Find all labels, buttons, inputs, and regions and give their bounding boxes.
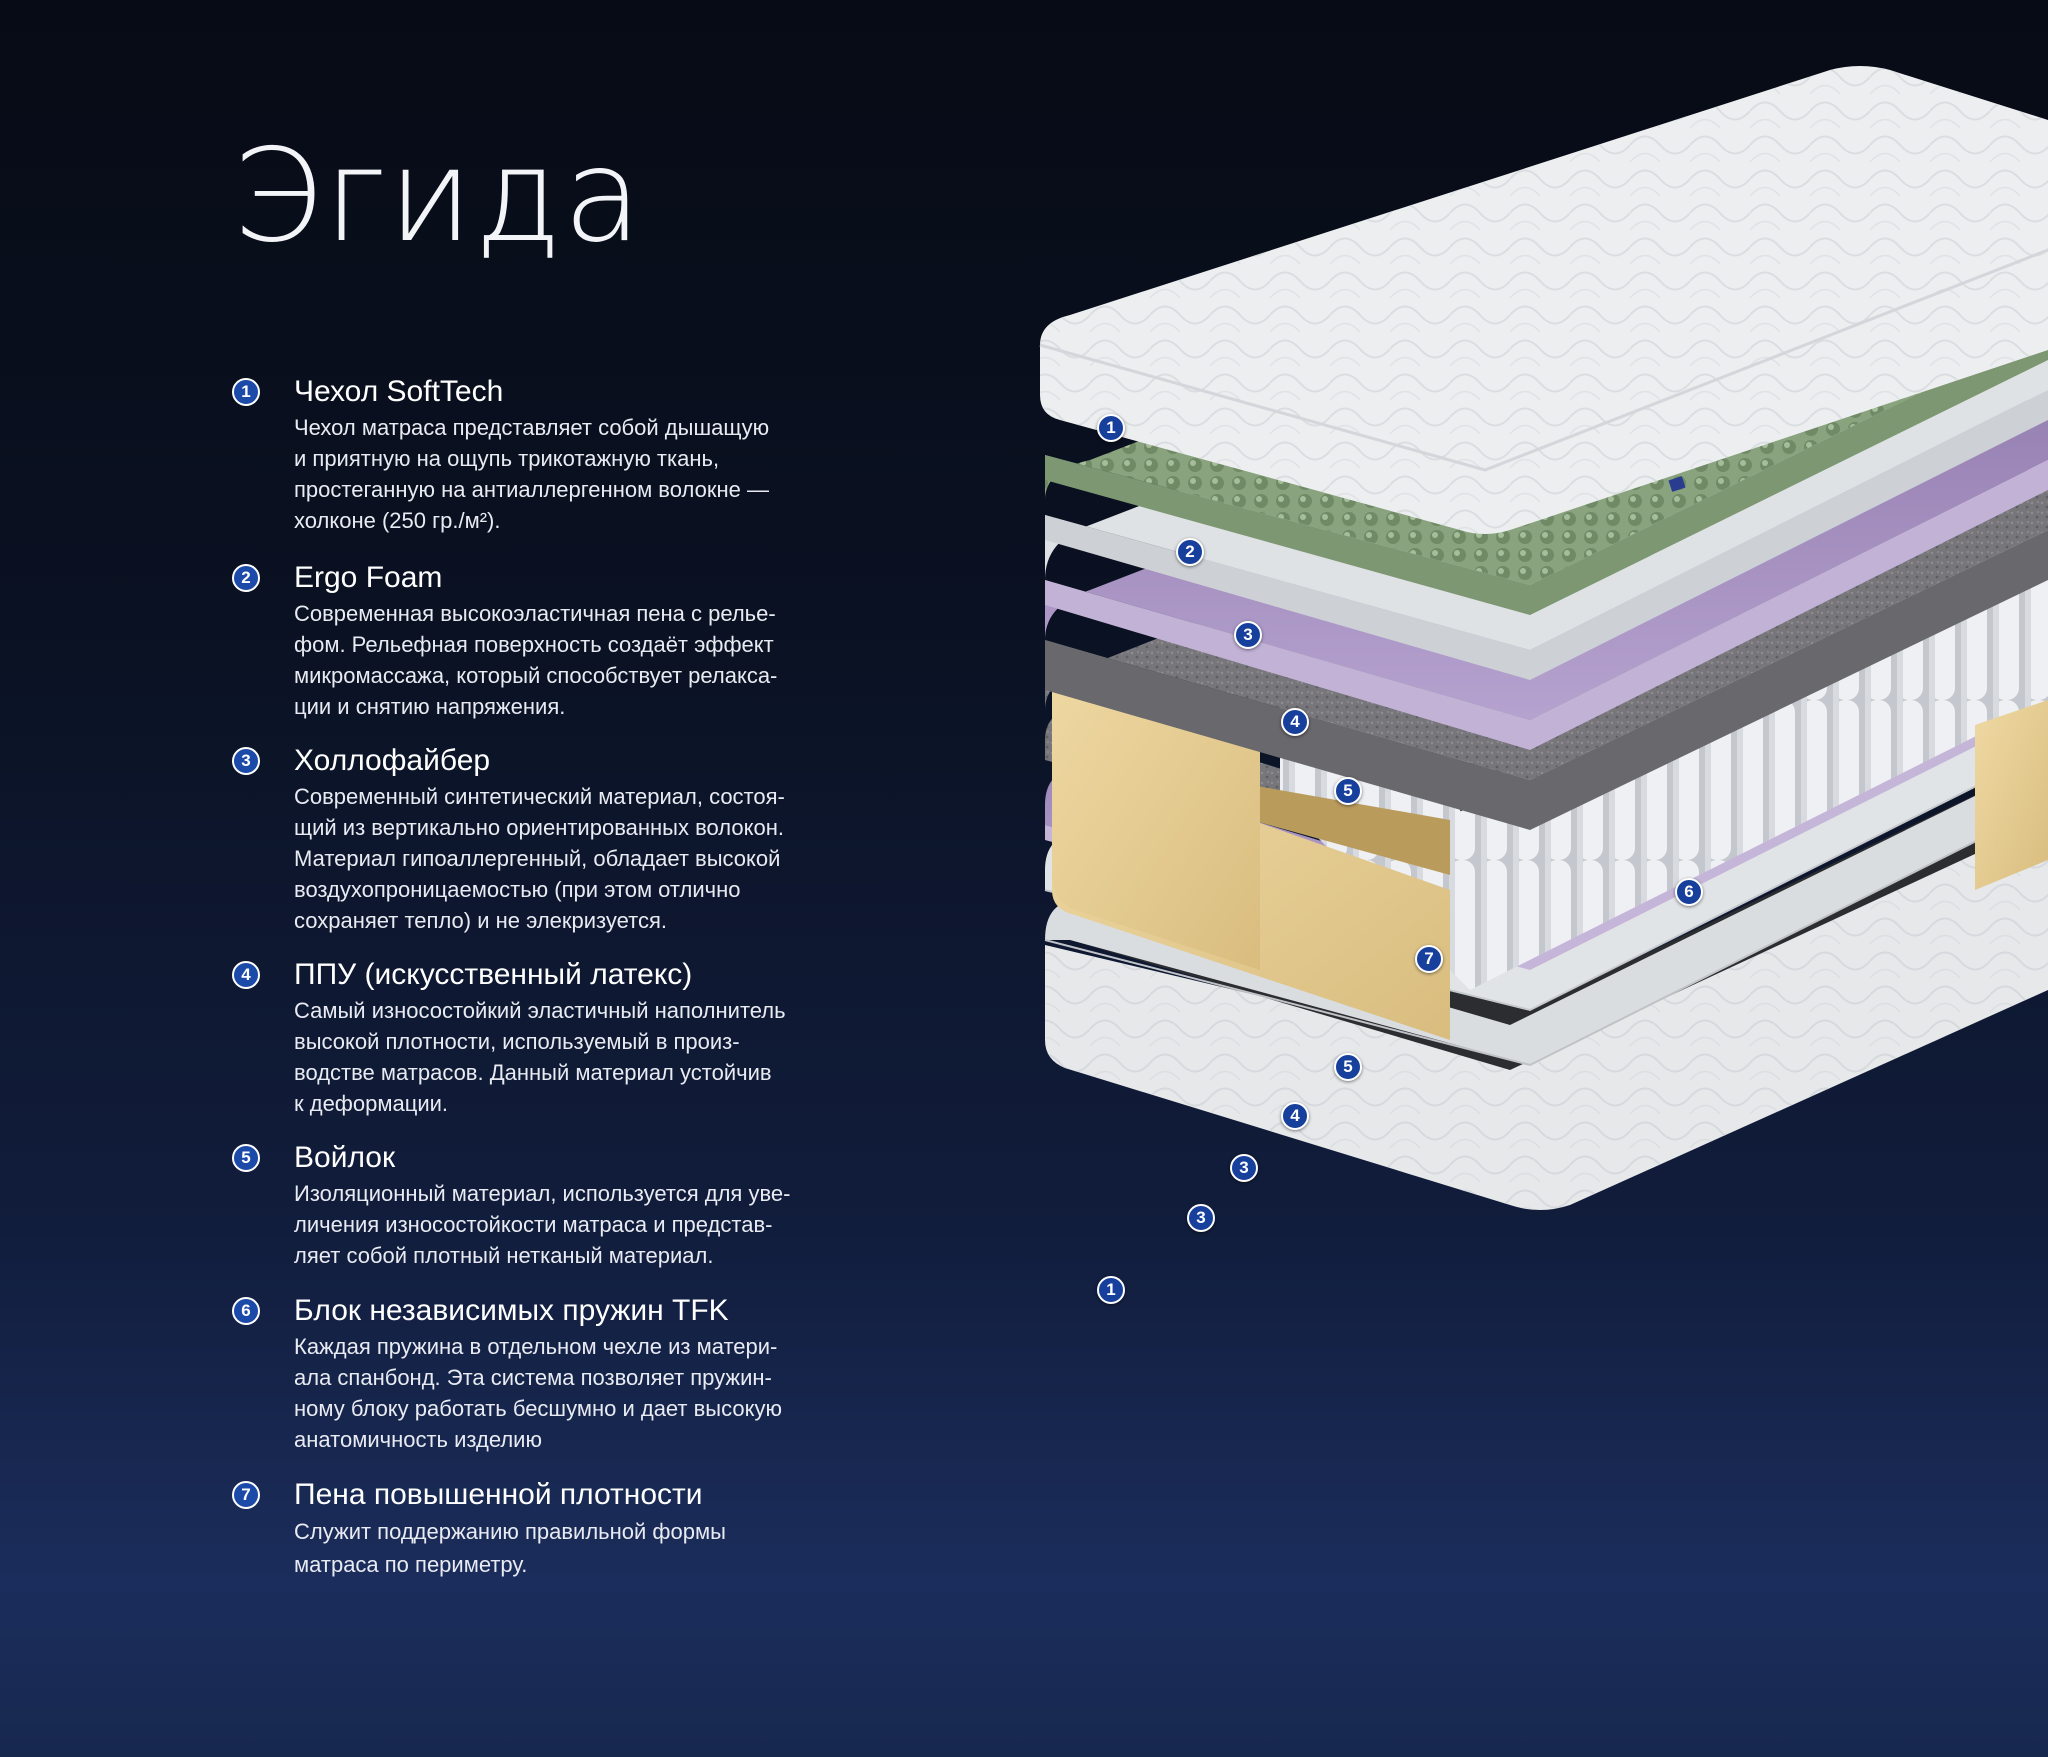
layer-foam-frame xyxy=(1052,650,2048,1040)
callout-3-top-hollofiber: 3 xyxy=(1234,621,1262,649)
feature-line: щий из вертикально ориентированных волок… xyxy=(294,815,784,840)
feature-title: Войлок xyxy=(294,1141,396,1174)
feature-item-felt: 5 Войлок Изоляционный материал, использу… xyxy=(232,1138,872,1291)
feature-line: Самый износостойкий эластичный наполните… xyxy=(294,998,786,1023)
feature-line: и приятную на ощупь трикотажную ткань, xyxy=(294,446,720,471)
feature-line: к деформации. xyxy=(294,1091,449,1116)
feature-line: ции и снятию напряжения. xyxy=(294,694,566,719)
feature-list: 1 Чехол SoftTech Чехол матраса представл… xyxy=(232,372,872,1585)
feature-line: холконе (250 гр./м²). xyxy=(294,508,501,533)
callout-3-bottom-hollofiber-1: 3 xyxy=(1230,1154,1258,1182)
feature-number-badge: 3 xyxy=(232,747,260,775)
feature-number-badge: 2 xyxy=(232,564,260,592)
callout-5-bottom-felt: 5 xyxy=(1334,1053,1362,1081)
feature-title: ППУ (искусственный латекс) xyxy=(294,958,693,991)
layer-top-cover xyxy=(1039,66,2048,534)
feature-line: ному блоку работать бесшумно и дает высо… xyxy=(294,1396,782,1421)
feature-line: воздухопроницаемостью (при этом отлично xyxy=(294,877,741,902)
feature-line: анатомичность изделию xyxy=(294,1427,542,1452)
callout-1-bottom-cover: 1 xyxy=(1097,1276,1125,1304)
feature-line: Изоляционный материал, используется для … xyxy=(294,1181,791,1206)
feature-title: Ergo Foam xyxy=(294,561,443,594)
feature-item-cover: 1 Чехол SoftTech Чехол матраса представл… xyxy=(232,372,872,558)
feature-line: Чехол матраса представляет собой дышащую xyxy=(294,415,770,440)
callout-1-top-cover: 1 xyxy=(1097,414,1125,442)
page-title: Эгида xyxy=(232,122,644,271)
feature-number-badge: 4 xyxy=(232,961,260,989)
feature-title: Блок независимых пружин TFK xyxy=(294,1294,729,1327)
callout-6-spring-block: 6 xyxy=(1675,878,1703,906)
mattress-diagram: 1 2 3 4 5 6 7 5 4 3 3 1 xyxy=(1030,60,2048,1540)
feature-line: Материал гипоаллергенный, обладает высок… xyxy=(294,846,781,871)
mattress-layers-illustration xyxy=(1039,66,2048,1210)
feature-title: Чехол SoftTech xyxy=(294,375,504,408)
feature-number-badge: 1 xyxy=(232,378,260,406)
feature-line: Современная высокоэластичная пена с рель… xyxy=(294,601,776,626)
feature-item-hollofiber: 3 Холлофайбер Современный синтетический … xyxy=(232,741,872,955)
feature-title: Пена повышенной плотности xyxy=(294,1478,703,1511)
feature-line: высокой плотности, используемый в произ- xyxy=(294,1029,740,1054)
feature-item-latex: 4 ППУ (искусственный латекс) Самый износ… xyxy=(232,955,872,1138)
feature-line: простеганную на антиаллергенном волокне … xyxy=(294,477,769,502)
feature-line: матраса по периметру. xyxy=(294,1552,528,1577)
callout-4-bottom-latex: 4 xyxy=(1281,1102,1309,1130)
feature-item-spring-block: 6 Блок независимых пружин TFK Каждая пру… xyxy=(232,1291,872,1475)
feature-number-badge: 7 xyxy=(232,1481,260,1509)
feature-item-ergo-foam: 2 Ergo Foam Современная высокоэластичная… xyxy=(232,558,872,741)
feature-title: Холлофайбер xyxy=(294,744,491,777)
feature-line: ляет собой плотный нетканый материал. xyxy=(294,1243,714,1268)
feature-line: водстве матрасов. Данный материал устойч… xyxy=(294,1060,772,1085)
feature-number-badge: 5 xyxy=(232,1144,260,1172)
callout-4-top-latex: 4 xyxy=(1281,708,1309,736)
feature-line: фом. Рельефная поверхность создаёт эффек… xyxy=(294,632,774,657)
feature-line: Служит поддержанию правильной формы xyxy=(294,1519,726,1544)
callout-5-top-felt: 5 xyxy=(1334,777,1362,805)
feature-line: Каждая пружина в отдельном чехле из мате… xyxy=(294,1334,778,1359)
feature-line: ала спанбонд. Эта система позволяет пруж… xyxy=(294,1365,772,1390)
feature-item-dense-foam: 7 Пена повышенной плотности Служит подде… xyxy=(232,1475,872,1585)
callout-7-foam-frame: 7 xyxy=(1415,945,1443,973)
feature-line: микромассажа, который способствует релак… xyxy=(294,663,778,688)
callout-3-bottom-hollofiber-2: 3 xyxy=(1187,1204,1215,1232)
feature-line: сохраняет тепло) и не элекризуется. xyxy=(294,908,668,933)
feature-number-badge: 6 xyxy=(232,1297,260,1325)
callout-2-ergo-foam: 2 xyxy=(1176,538,1204,566)
feature-line: личения износостойкости матраса и предст… xyxy=(294,1212,773,1237)
feature-line: Современный синтетический материал, сост… xyxy=(294,784,785,809)
layer-bottom-hollofiber-2 xyxy=(1044,760,2048,1067)
